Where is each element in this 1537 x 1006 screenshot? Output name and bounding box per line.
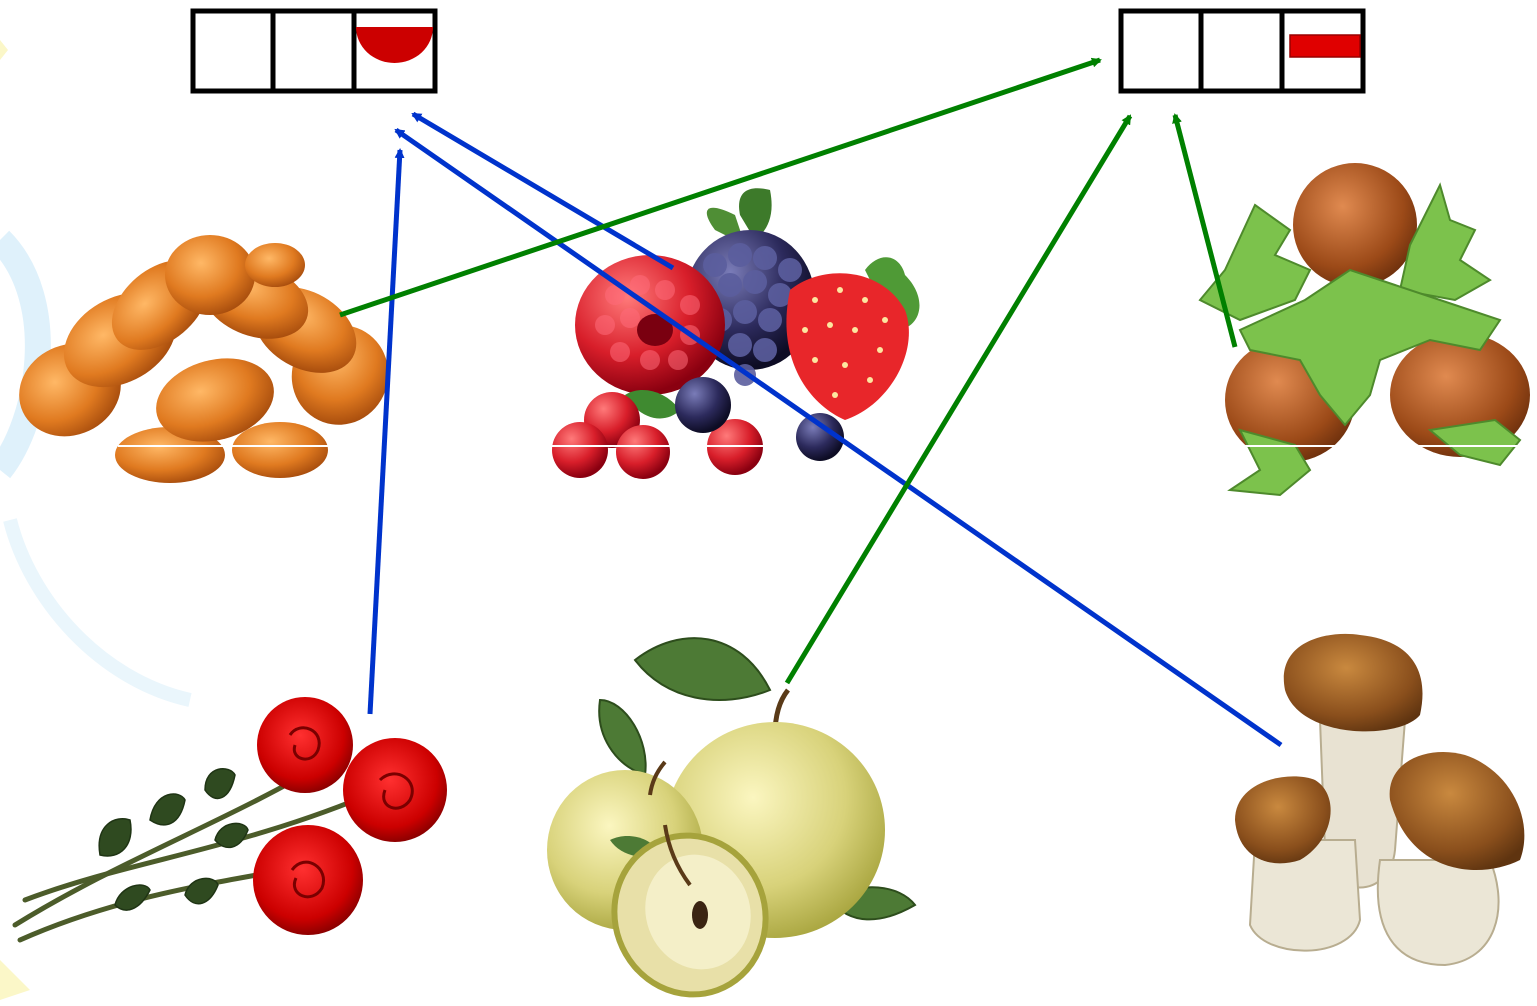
arrow-roses-to-scheme-left xyxy=(367,148,405,715)
arrow-mushrooms-to-scheme-left xyxy=(394,127,1283,748)
scheme-right xyxy=(1118,8,1366,94)
berries-icon xyxy=(552,188,920,479)
apples-icon xyxy=(547,637,917,998)
scheme-left xyxy=(190,8,438,94)
arrow-hazelnuts-to-scheme-right xyxy=(1172,113,1238,348)
mushrooms-icon xyxy=(1235,633,1525,967)
roses-icon xyxy=(12,697,447,943)
connection-arrows xyxy=(339,57,1283,748)
arrow-pies-to-scheme-right xyxy=(339,57,1102,318)
semicircle-marker xyxy=(356,27,433,63)
arrow-apples-to-scheme-right xyxy=(784,114,1133,685)
arrow-berries-to-scheme-left xyxy=(411,111,675,271)
hazelnuts-icon xyxy=(1198,163,1535,497)
pies-icon xyxy=(19,235,389,483)
background-decoration xyxy=(0,40,192,1000)
rectangle-marker xyxy=(1289,34,1361,58)
